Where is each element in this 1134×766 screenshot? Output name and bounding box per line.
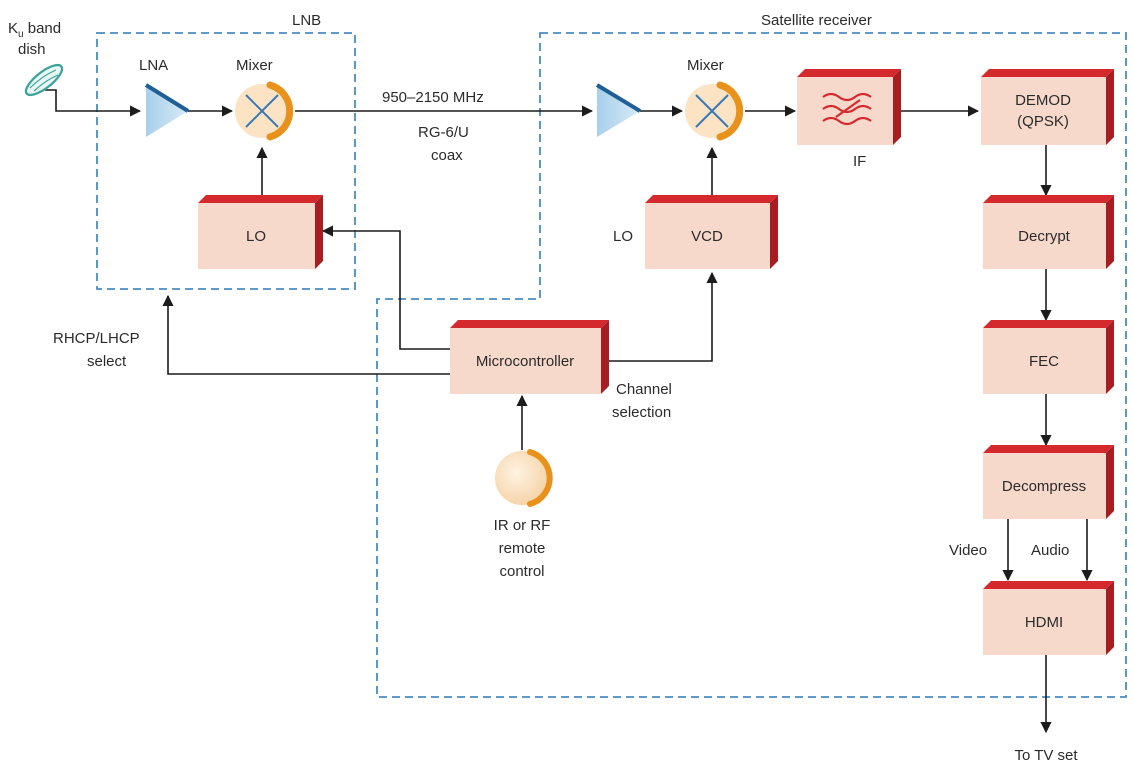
filter-symbol-icon	[822, 92, 872, 126]
mixer1-label: Mixer	[236, 57, 273, 74]
decompress-block-label: Decompress	[1002, 478, 1086, 495]
coax-label-line1: RG-6/U	[418, 124, 469, 141]
dish-label-sub: u	[18, 29, 24, 40]
dish-icon	[24, 63, 64, 97]
remote-label-line1: IR or RF	[494, 517, 551, 534]
to-tv-label: To TV set	[1014, 747, 1078, 764]
if-filter-block	[797, 69, 901, 145]
microcontroller-block: Microcontroller	[450, 320, 609, 394]
coax-label-line2: coax	[431, 147, 463, 164]
lna-label: LNA	[139, 57, 168, 74]
wire-micro-to-vcd	[601, 271, 718, 362]
decompress-block: Decompress	[983, 445, 1114, 519]
lo-prefix-label: LO	[613, 228, 633, 245]
satellite-receiver-boundary	[376, 32, 1127, 698]
lnb-title: LNB	[292, 12, 321, 29]
fec-block: FEC	[983, 320, 1114, 394]
hdmi-block: HDMI	[983, 581, 1114, 655]
microcontroller-block-label: Microcontroller	[476, 353, 574, 370]
channel-label-line1: Channel	[616, 381, 672, 398]
wire-dish-to-lna	[45, 89, 142, 117]
remote-control-icon	[495, 449, 553, 507]
hdmi-block-label: HDMI	[1025, 614, 1063, 631]
if-label: IF	[853, 153, 866, 170]
mixer-icon	[235, 81, 294, 141]
polarity-label-line2: select	[87, 353, 127, 370]
fec-block-label: FEC	[1029, 353, 1059, 370]
polarity-label-line1: RHCP/LHCP	[53, 330, 140, 347]
vcd-block-label: VCD	[691, 228, 723, 245]
dish-label-line2: dish	[18, 41, 46, 58]
frequency-label: 950–2150 MHz	[382, 89, 484, 106]
vcd-block: VCD	[645, 195, 778, 269]
lo-block-label: LO	[246, 228, 266, 245]
remote-label-line2: remote	[499, 540, 546, 557]
dish-label: Ku band	[8, 20, 61, 40]
mixer2-label: Mixer	[687, 57, 724, 74]
demod-block-label: DEMOD	[1015, 92, 1071, 109]
lo-block: LO	[198, 195, 323, 269]
remote-label-line3: control	[499, 563, 544, 580]
channel-label-line2: selection	[612, 404, 671, 421]
mixer-icon	[685, 81, 744, 141]
lna-amplifier-icon	[144, 83, 190, 137]
lnb-boundary	[96, 32, 356, 290]
satellite-receiver-title: Satellite receiver	[761, 12, 872, 29]
dish-label-band: band	[24, 20, 62, 37]
video-label: Video	[949, 542, 987, 559]
dish-label-k: K	[8, 20, 18, 37]
audio-label: Audio	[1031, 542, 1069, 559]
decrypt-block-label: Decrypt	[1018, 228, 1071, 245]
wire-micro-to-lo	[321, 225, 450, 350]
wire-micro-to-polarity	[162, 294, 450, 375]
demod-block-sublabel: (QPSK)	[1017, 113, 1069, 130]
demod-block: DEMOD (QPSK)	[981, 69, 1114, 145]
receiver-amplifier-icon	[595, 83, 642, 137]
decrypt-block: Decrypt	[983, 195, 1114, 269]
